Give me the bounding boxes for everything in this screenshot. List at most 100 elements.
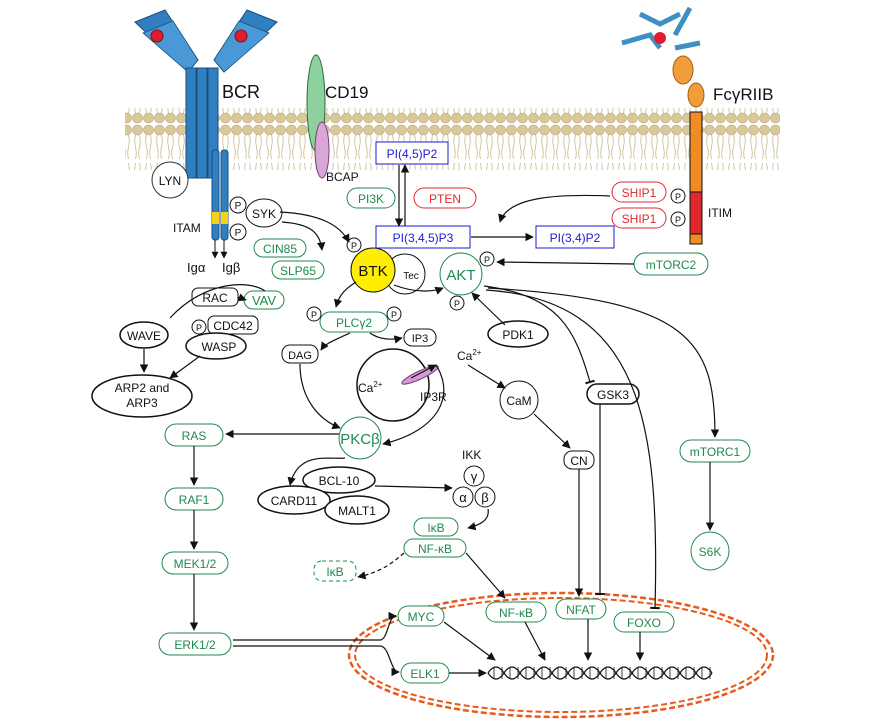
wave-label: WAVE	[127, 329, 161, 343]
mtorc1-node	[679, 439, 751, 463]
ship1-label: SHIP1	[622, 212, 657, 226]
s6k-label: S6K	[699, 545, 722, 559]
pi34p2-node	[535, 225, 615, 249]
ikb-degraded-node	[313, 560, 357, 582]
slp65-label: SLP65	[280, 264, 316, 278]
lyn-node	[151, 161, 189, 199]
ca-out-label: Ca2+	[457, 348, 482, 363]
cam-label: CaM	[506, 394, 531, 408]
ship1-label: SHIP1	[622, 186, 657, 200]
pten-label: PTEN	[429, 192, 461, 206]
pten-node	[413, 187, 477, 209]
ca-in-label: Ca2+	[358, 380, 383, 395]
pkcb-node	[338, 416, 382, 460]
nfat-node	[555, 598, 607, 620]
cd19-label: CD19	[325, 83, 368, 102]
ikk-beta	[474, 486, 496, 508]
ip3-node	[403, 328, 437, 347]
tec-label: Tec	[403, 271, 419, 282]
ikk-gamma-label: γ	[471, 469, 478, 484]
myc-label: MYC	[408, 610, 435, 624]
phospho-marker	[479, 251, 495, 267]
nfkb-nuclear-label: NF-κB	[499, 606, 533, 620]
pi345p3-node	[375, 225, 471, 249]
nfkb-nuclear-node	[485, 601, 547, 623]
phospho-label: P	[454, 299, 460, 309]
phospho-marker	[229, 223, 247, 241]
gsk3-label: GSK3	[597, 388, 629, 402]
pathway-edges	[139, 164, 720, 678]
wasp-label: WASP	[202, 340, 237, 354]
cd19-receptor	[306, 54, 330, 179]
nfkb-node	[403, 538, 467, 558]
ip3-label: IP3	[412, 333, 429, 345]
ikk-alpha-label: α	[459, 490, 467, 505]
syk-node	[245, 198, 283, 228]
phospho-marker	[670, 188, 686, 204]
phospho-label: P	[484, 255, 490, 265]
mek12-node	[161, 551, 229, 575]
itim-label: ITIM	[708, 206, 732, 220]
phospho-marker	[449, 295, 465, 311]
ras-label: RAS	[182, 429, 207, 443]
wasp-node	[185, 332, 247, 360]
ikk-alpha	[452, 486, 474, 508]
btk-label: BTK	[358, 263, 387, 280]
phospho-label: P	[351, 241, 357, 251]
malt1-label: MALT1	[338, 504, 376, 518]
phospho-label: P	[391, 310, 397, 320]
arp-label-line2: ARP3	[126, 396, 158, 410]
ship1-node	[611, 207, 667, 229]
phospho-marker	[229, 196, 247, 214]
phospho-label: P	[196, 323, 202, 333]
cdc42-label: CDC42	[213, 319, 253, 333]
bcr-label: BCR	[222, 82, 260, 102]
fcgriib-label: FcγRIIB	[713, 85, 773, 104]
bcl10-node	[302, 466, 376, 494]
ikb-label: IκB	[427, 521, 444, 535]
pi345p3-label: PI(3,4,5)P3	[393, 231, 454, 245]
pkcb-label: PKCβ	[340, 431, 380, 448]
mtorc2-label: mTORC2	[646, 258, 697, 272]
pi45p2-node	[375, 141, 449, 165]
ip3r-label: IP3R	[420, 390, 447, 404]
nfkb-label: NF-κB	[418, 542, 452, 556]
phospho-label: P	[235, 201, 242, 212]
ikb-degraded-label: IκB	[326, 565, 343, 579]
fcgriib-receptor	[621, 6, 705, 245]
s6k-node	[690, 531, 730, 571]
myc-node	[397, 605, 445, 627]
akt-node	[439, 252, 483, 296]
plasma-membrane	[125, 108, 780, 170]
elk1-label: ELK1	[410, 667, 440, 681]
cam-node	[499, 380, 539, 420]
akt-label: AKT	[446, 267, 475, 284]
phospho-label: P	[311, 310, 317, 320]
pi45p2-label: PI(4,5)P2	[387, 147, 438, 161]
ikb-node	[413, 517, 459, 537]
phospho-label: P	[675, 215, 681, 225]
slp65-node	[271, 260, 325, 280]
foxo-label: FOXO	[627, 616, 661, 630]
syk-label: SYK	[252, 207, 276, 221]
ikk-beta-label: β	[481, 490, 488, 505]
arp-label-line1: ARP2 and	[115, 381, 170, 395]
ikk-label: IKK	[462, 448, 481, 462]
phospho-marker	[386, 306, 402, 322]
pi3k-node	[346, 187, 396, 209]
cin85-label: CIN85	[263, 242, 297, 256]
plcy2-node	[319, 311, 389, 333]
nucleus	[347, 591, 775, 719]
raf1-label: RAF1	[179, 493, 210, 507]
erk12-label: ERK1/2	[174, 638, 216, 652]
arp-node	[91, 374, 193, 418]
wave-node	[119, 321, 169, 349]
card11-label: CARD11	[271, 494, 318, 508]
cdc42-node	[207, 315, 259, 335]
btk-node	[350, 247, 396, 293]
pi34p2-label: PI(3,4)P2	[550, 231, 601, 245]
nucleus-inner	[354, 597, 768, 713]
dag-node	[281, 344, 319, 364]
lyn-label: LYN	[159, 174, 181, 188]
phospho-label: P	[675, 192, 681, 202]
